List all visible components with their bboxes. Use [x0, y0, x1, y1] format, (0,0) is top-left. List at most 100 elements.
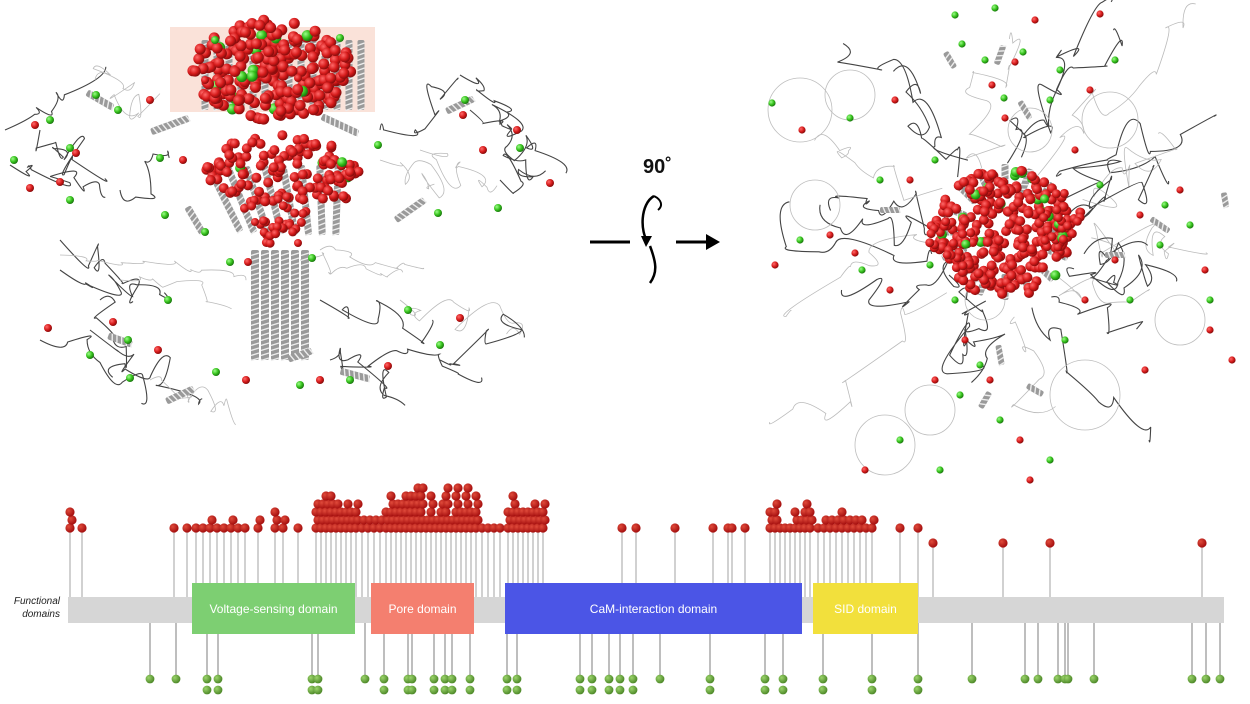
red-variant-sphere — [1096, 10, 1104, 18]
red-variant-sphere — [1013, 225, 1024, 235]
helix-stripe — [357, 57, 365, 62]
backbone-ring-faint — [1049, 359, 1121, 431]
alpha-helix — [880, 206, 902, 214]
red-variant-marker — [540, 515, 550, 525]
red-variant-sphere — [294, 99, 306, 111]
helix-stripe — [290, 292, 300, 297]
red-variant-marker — [441, 507, 451, 517]
red-variant-sphere — [1040, 235, 1050, 245]
helix-stripe — [260, 347, 270, 352]
red-variant-sphere — [1039, 177, 1050, 188]
red-variant-sphere — [987, 209, 998, 219]
green-variant-marker — [313, 674, 323, 684]
red-variant-sphere — [978, 247, 989, 258]
helix-stripe — [270, 322, 280, 327]
helix-stripe — [945, 52, 951, 59]
helix-stripe — [260, 257, 270, 262]
helix-stripe — [357, 82, 365, 87]
sid-domain: SID domain — [813, 583, 918, 634]
helix-stripe — [300, 322, 310, 327]
helix-stripe — [290, 287, 300, 292]
helix-stripe — [270, 297, 280, 302]
red-variant-sphere — [298, 194, 309, 205]
helix-stripe — [214, 182, 222, 189]
helix-stripe — [236, 227, 244, 234]
red-variant-sphere — [247, 137, 258, 148]
green-variant-sphere — [1161, 201, 1169, 209]
red-variant-sphere — [931, 376, 939, 384]
green-variant-sphere — [66, 196, 74, 204]
red-variant-sphere — [993, 235, 1004, 246]
green-variant-sphere — [212, 368, 220, 376]
red-variant-marker — [253, 523, 263, 533]
helix-stripe — [250, 282, 260, 287]
helix-stripe — [270, 332, 280, 337]
helix-stripe — [280, 302, 290, 307]
backbone-loop — [1063, 165, 1155, 221]
red-variant-marker — [617, 523, 627, 533]
red-variant-marker — [326, 491, 336, 501]
red-variant-marker — [802, 499, 812, 509]
red-variant-marker — [727, 523, 737, 533]
green-variant-marker — [1020, 674, 1030, 684]
helix-stripe — [102, 98, 106, 106]
helix-stripe — [250, 307, 260, 312]
green-variant-sphere — [296, 381, 304, 389]
backbone-loop — [1091, 222, 1208, 260]
red-variant-marker — [443, 499, 453, 509]
red-variant-sphere — [861, 466, 869, 474]
red-variant-sphere — [1029, 256, 1040, 267]
red-variant-sphere — [961, 336, 969, 344]
red-variant-sphere — [999, 184, 1010, 195]
red-variant-sphere — [251, 172, 262, 183]
red-variant-marker — [790, 507, 800, 517]
helix-stripe — [317, 207, 326, 212]
alpha-helix — [300, 250, 310, 362]
helix-stripe — [280, 332, 290, 337]
helix-body — [281, 250, 289, 360]
helix-stripe — [260, 317, 270, 322]
helix-stripe — [280, 277, 290, 282]
helix-stripe — [300, 267, 310, 272]
helix-stripe — [232, 218, 239, 225]
green-variant-sphere — [956, 391, 964, 399]
helix-stripe — [280, 297, 290, 302]
helix-stripe — [994, 59, 1002, 62]
green-variant-marker — [575, 685, 585, 695]
red-variant-marker — [631, 523, 641, 533]
helix-stripe — [345, 82, 353, 87]
helix-stripe — [897, 206, 902, 214]
backbone-loop — [379, 77, 459, 137]
backbone-loop — [1009, 316, 1056, 414]
red-variant-sphere — [326, 174, 337, 185]
helix-stripe — [280, 262, 290, 267]
backbone-loop — [399, 299, 523, 336]
helix-stripe — [250, 302, 260, 307]
helix-stripe — [270, 287, 280, 292]
red-variant-sphere — [227, 186, 238, 197]
red-variant-marker — [1197, 538, 1207, 548]
helix-stripe — [250, 327, 260, 332]
helix-stripe — [356, 129, 359, 137]
helix-stripe — [290, 312, 300, 317]
green-variant-sphere — [374, 141, 382, 149]
helix-stripe — [317, 212, 326, 217]
helix-stripe — [1117, 251, 1122, 259]
red-variant-sphere — [1086, 86, 1094, 94]
green-variant-marker — [313, 685, 323, 695]
backbone-loop — [768, 292, 948, 425]
right-arrow-head-icon — [706, 234, 720, 250]
helix-stripe — [300, 277, 310, 282]
green-variant-sphere — [336, 34, 344, 42]
helix-stripe — [250, 292, 260, 297]
green-variant-sphere — [404, 306, 412, 314]
red-variant-sphere — [1037, 262, 1048, 273]
red-variant-sphere — [1053, 213, 1063, 223]
red-variant-marker — [270, 507, 280, 517]
alpha-helix — [321, 114, 359, 137]
green-variant-marker — [575, 674, 585, 684]
helix-stripe — [250, 297, 260, 302]
helix-stripe — [260, 352, 270, 357]
red-variant-sphere — [338, 191, 349, 202]
red-variant-sphere — [202, 162, 213, 172]
